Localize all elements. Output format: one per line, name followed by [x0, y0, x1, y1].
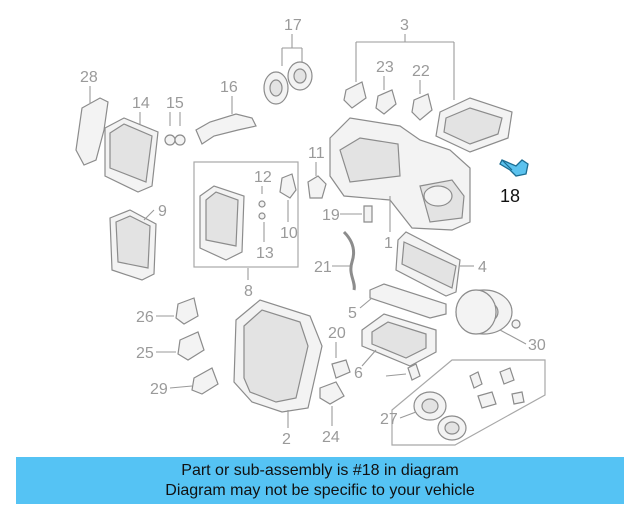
label-17: 17 — [284, 17, 302, 34]
label-19: 19 — [322, 207, 340, 224]
caption-line-part: Part or sub-assembly is #18 in diagram — [181, 462, 459, 479]
label-9: 9 — [158, 203, 167, 220]
part-26 — [175, 297, 199, 325]
label-6: 6 — [354, 365, 363, 382]
label-1: 1 — [384, 235, 393, 252]
part-10 — [279, 173, 297, 199]
part-20 — [331, 359, 351, 379]
sub-assembly-box-8 — [193, 161, 299, 268]
part-7 — [407, 363, 421, 381]
part-21 — [342, 230, 356, 291]
label-30: 30 — [528, 337, 546, 354]
label-11: 11 — [308, 145, 325, 162]
label-25: 25 — [136, 345, 154, 362]
part-27 — [191, 367, 219, 395]
part-3a — [343, 81, 367, 109]
label-23: 23 — [376, 59, 394, 76]
part-5 — [369, 283, 447, 319]
label-4: 4 — [478, 259, 487, 276]
label-20: 20 — [328, 325, 346, 342]
caption-banner: Part or sub-assembly is #18 in diagram D… — [16, 457, 624, 504]
label-27: 29 — [150, 381, 168, 398]
label-3: 3 — [400, 17, 409, 34]
label-8: 8 — [244, 283, 253, 300]
sub-assembly-box-28 — [391, 359, 546, 446]
label-29: 28 — [80, 69, 98, 86]
part-18-highlighted — [499, 159, 529, 177]
part-19 — [363, 205, 373, 223]
parts-diagram: 28 14 15 16 17 3 23 22 18 — [75, 17, 546, 448]
label-24: 24 — [322, 429, 340, 446]
label-14: 14 — [132, 95, 150, 112]
label-13: 13 — [256, 245, 274, 262]
label-10: 10 — [280, 225, 298, 242]
label-16: 16 — [220, 79, 238, 96]
part-22 — [411, 93, 433, 121]
part-25 — [177, 331, 205, 361]
part-16 — [195, 113, 257, 145]
part-29 — [75, 97, 109, 166]
part-23 — [375, 89, 397, 115]
label-22: 22 — [412, 63, 430, 80]
part-11 — [307, 175, 327, 199]
label-5: 5 — [348, 305, 357, 322]
label-26: 26 — [136, 309, 154, 326]
label-21: 21 — [314, 259, 332, 276]
caption-line-disclaimer: Diagram may not be specific to your vehi… — [165, 482, 475, 499]
label-2: 2 — [282, 431, 291, 448]
label-18: 18 — [500, 186, 520, 206]
label-12: 12 — [254, 169, 272, 186]
part-24 — [319, 381, 345, 405]
label-28: 27 — [380, 411, 398, 428]
label-15: 15 — [166, 95, 184, 112]
